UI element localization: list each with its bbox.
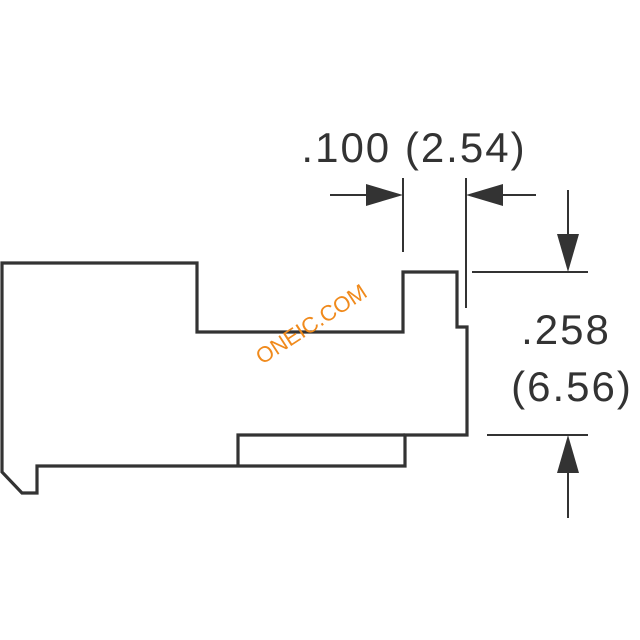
height-dimension-label-inch: .258: [521, 306, 611, 353]
height-dimension-label-mm: (6.56): [511, 363, 633, 410]
watermark-text: ONEIC.COM: [251, 279, 371, 369]
width-arrow-left-icon: [366, 184, 403, 206]
connector-slot: [236, 433, 405, 466]
connector-outline: [0, 261, 469, 495]
height-arrow-top-icon: [557, 234, 579, 272]
width-dimension-label: .100 (2.54): [301, 124, 526, 171]
height-arrow-bottom-icon: [557, 435, 579, 473]
width-arrow-right-icon: [466, 184, 503, 206]
